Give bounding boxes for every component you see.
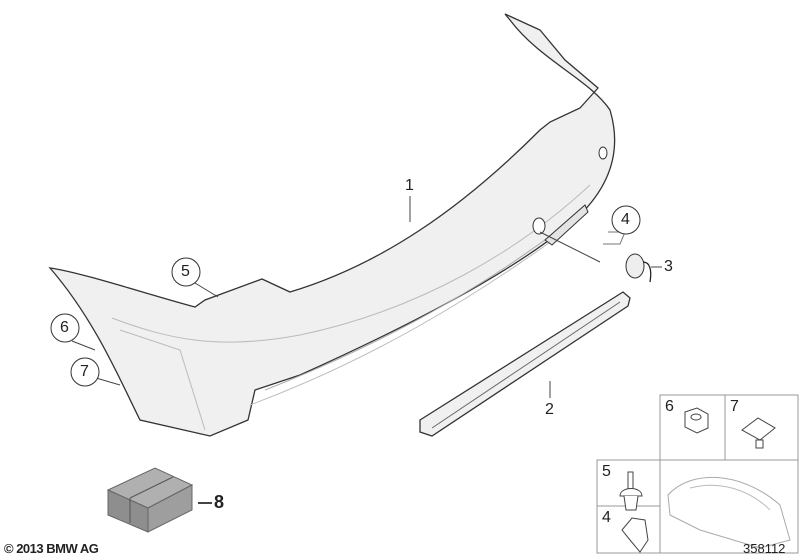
clip-nut-icon (741, 417, 776, 441)
detail-label-6: 6 (665, 398, 674, 415)
leader-lines (71, 196, 662, 504)
detail-label-5: 5 (602, 463, 611, 480)
rear-bumper-part-1[interactable] (48, 13, 616, 437)
detail-icons (619, 407, 791, 553)
callout-1[interactable]: 1 (405, 177, 414, 194)
bracket-icon (621, 517, 649, 553)
callout-circles (50, 205, 641, 387)
callout-3[interactable]: 3 (664, 258, 673, 275)
clip-part-4-outline (603, 231, 626, 245)
trim-strip-part-2[interactable] (419, 291, 631, 437)
diagram-number: 358112 (743, 541, 786, 556)
box-part-8[interactable] (106, 467, 194, 533)
callout-8[interactable]: 8 (214, 492, 225, 512)
nut-hole (690, 413, 702, 421)
detail-label-4: 4 (602, 509, 611, 526)
callout-5[interactable]: 5 (181, 263, 190, 280)
car-icon (667, 476, 791, 549)
cap-part-3[interactable] (539, 231, 652, 283)
nut-icon (684, 407, 709, 434)
callout-2[interactable]: 2 (545, 401, 554, 418)
detail-label-7: 7 (730, 398, 739, 415)
callout-4[interactable]: 4 (621, 211, 630, 228)
copyright: © 2013 BMW AG (4, 541, 99, 556)
callout-6[interactable]: 6 (60, 319, 69, 336)
callout-7[interactable]: 7 (80, 363, 89, 380)
